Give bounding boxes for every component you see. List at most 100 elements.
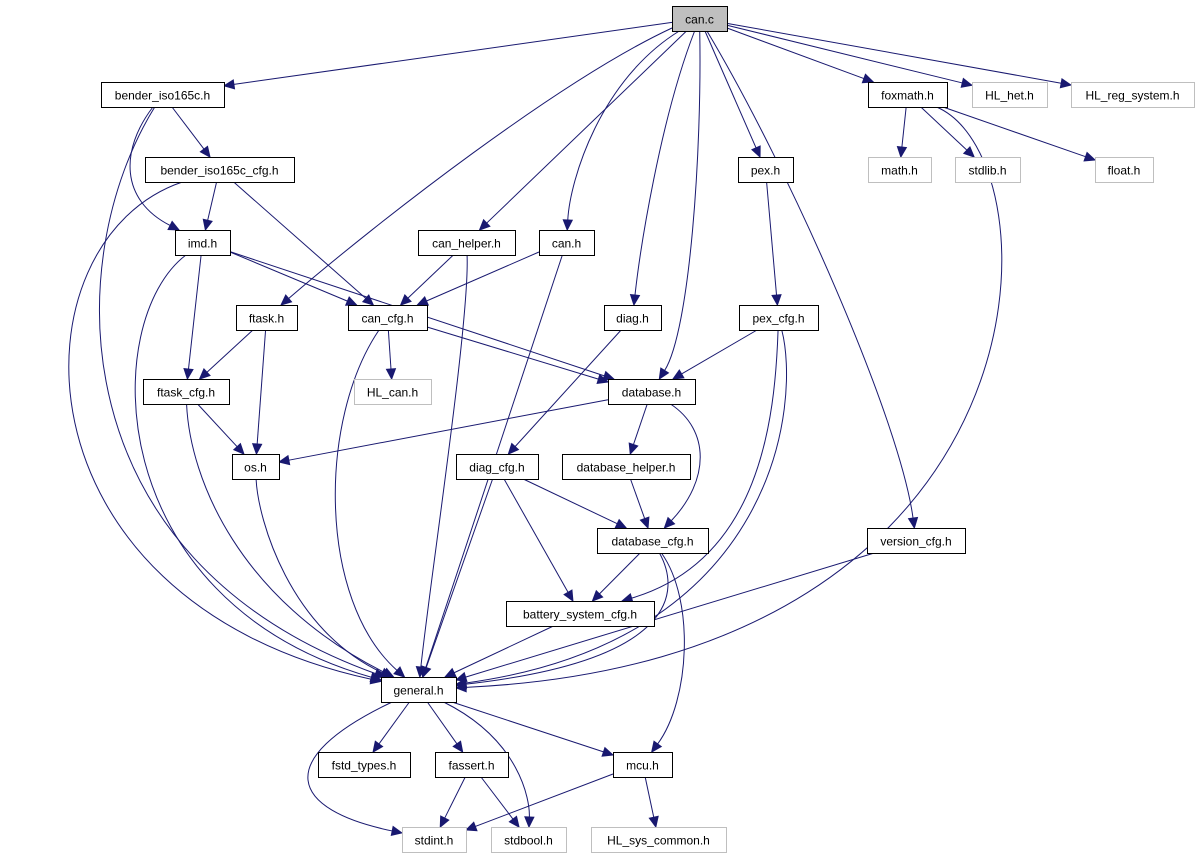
arrowhead-icon — [861, 73, 875, 84]
edge-fassert-h-to-stdint-h — [439, 776, 466, 829]
edge-bender-iso165c-cfg-h-to-imd-h — [202, 181, 218, 232]
arrowhead-icon — [361, 294, 375, 306]
edge-foxmath-h-to-float-h — [942, 106, 1097, 162]
node-mcu-h[interactable]: mcu.h — [613, 752, 673, 778]
arrowhead-icon — [663, 516, 676, 529]
node-bender-iso165c-h[interactable]: bender_iso165c.h — [101, 82, 225, 108]
edge-line — [233, 181, 367, 299]
node-box — [506, 601, 655, 627]
edge-line — [942, 106, 1086, 158]
edge-ftask-cfg-h-to-os-h — [197, 403, 245, 455]
node-label: can.h — [552, 237, 581, 251]
node-can-helper-h[interactable]: can_helper.h — [418, 230, 516, 256]
edge-ftask-h-to-ftask-cfg-h — [198, 329, 254, 380]
arrowhead-icon — [198, 368, 211, 380]
node-can-h[interactable]: can.h — [539, 230, 595, 256]
edge-line — [451, 701, 604, 753]
node-can-c[interactable]: can.c — [672, 6, 728, 32]
edge-line — [99, 106, 376, 675]
node-HL-het-h: HL_het.h — [972, 82, 1048, 108]
node-database-cfg-h[interactable]: database_cfg.h — [597, 528, 709, 554]
arrowhead-icon — [232, 442, 245, 455]
arrowhead-icon — [907, 516, 919, 530]
node-label: mcu.h — [626, 759, 659, 773]
edge-database-helper-h-to-database-cfg-h — [630, 478, 650, 530]
edge-line — [726, 27, 865, 80]
node-label: database.h — [622, 386, 681, 400]
edge-can-c-to-pex-h — [704, 30, 761, 159]
node-ftask-h[interactable]: ftask.h — [236, 305, 298, 331]
node-fassert-h[interactable]: fassert.h — [435, 752, 509, 778]
node-diag-h[interactable]: diag.h — [604, 305, 662, 331]
edge-bender-iso165c-h-to-imd-h — [129, 106, 181, 231]
edge-database-h-to-database-helper-h — [628, 403, 648, 456]
node-database-helper-h[interactable]: database_helper.h — [562, 454, 691, 480]
node-label: math.h — [881, 164, 918, 178]
node-pex-h[interactable]: pex.h — [738, 157, 794, 183]
edge-can-cfg-h-to-HL-can-h — [385, 329, 397, 381]
node-box — [604, 305, 662, 331]
node-pex-cfg-h[interactable]: pex_cfg.h — [739, 305, 819, 331]
edge-line — [726, 22, 1062, 84]
node-foxmath-h[interactable]: foxmath.h — [868, 82, 948, 108]
node-bender-iso165c-cfg-h[interactable]: bender_iso165c_cfg.h — [145, 157, 295, 183]
node-box — [597, 528, 709, 554]
edge-line — [233, 21, 673, 85]
node-HL-reg-system-h: HL_reg_system.h — [1071, 82, 1195, 108]
node-can-cfg-h[interactable]: can_cfg.h — [348, 305, 428, 331]
edge-line — [334, 329, 398, 671]
edge-line — [664, 30, 701, 371]
edge-can-c-to-HL-het-h — [726, 24, 974, 88]
edge-line — [644, 776, 655, 818]
edge-bender-iso165c-h-to-bender-iso165c-cfg-h — [171, 106, 211, 158]
node-box — [418, 230, 516, 256]
node-math-h: math.h — [868, 157, 932, 183]
edge-line — [630, 478, 646, 519]
node-os-h[interactable]: os.h — [232, 454, 280, 480]
edge-line — [599, 552, 641, 595]
arrowhead-icon — [650, 740, 663, 753]
edge-line — [920, 106, 968, 151]
edge-line — [186, 403, 385, 673]
arrowhead-icon — [896, 145, 908, 159]
node-imd-h[interactable]: imd.h — [175, 230, 231, 256]
node-box — [591, 827, 727, 853]
node-ftask-cfg-h[interactable]: ftask_cfg.h — [143, 379, 230, 405]
node-fstd-types-h[interactable]: fstd_types.h — [318, 752, 411, 778]
node-diag-cfg-h[interactable]: diag_cfg.h — [456, 454, 539, 480]
node-stdbool-h: stdbool.h — [491, 827, 567, 853]
node-battery-system-cfg-h[interactable]: battery_system_cfg.h — [506, 601, 655, 627]
edge-general-h-to-fstd-types-h — [372, 701, 410, 753]
arrowhead-icon — [628, 442, 639, 456]
node-box — [435, 752, 509, 778]
node-version-cfg-h[interactable]: version_cfg.h — [867, 528, 966, 554]
node-label: foxmath.h — [881, 89, 934, 103]
node-database-h[interactable]: database.h — [608, 379, 696, 405]
node-box — [318, 752, 411, 778]
node-box — [402, 827, 467, 853]
edge-fassert-h-to-stdbool-h — [480, 776, 520, 828]
node-label: fassert.h — [448, 759, 494, 773]
node-general-h[interactable]: general.h — [381, 677, 457, 703]
edge-general-h-to-stdbool-h — [443, 701, 535, 829]
edge-line — [197, 403, 238, 448]
edge-diag-cfg-h-to-general-h — [421, 478, 494, 679]
edge-line — [444, 776, 466, 819]
edge-mcu-h-to-HL-sys-common-h — [644, 776, 659, 829]
arrowhead-icon — [648, 815, 659, 829]
edge-version-cfg-h-to-general-h — [454, 552, 875, 682]
node-label: HL_reg_system.h — [1085, 89, 1179, 103]
edge-line — [632, 403, 648, 445]
edge-bender-iso165c-h-to-general-h — [99, 106, 387, 679]
edge-can-c-to-diag-h — [629, 30, 696, 307]
arrowhead-icon — [591, 589, 604, 602]
node-label: pex.h — [751, 164, 780, 178]
edge-general-h-to-stdint-h — [307, 701, 404, 837]
arrowhead-icon — [199, 145, 211, 158]
edge-bender-iso165c-cfg-h-to-can-cfg-h — [233, 181, 375, 306]
arrowhead-icon — [508, 815, 520, 828]
edge-line — [378, 701, 410, 745]
node-label: HL_can.h — [367, 386, 418, 400]
arrowhead-icon — [416, 295, 430, 306]
